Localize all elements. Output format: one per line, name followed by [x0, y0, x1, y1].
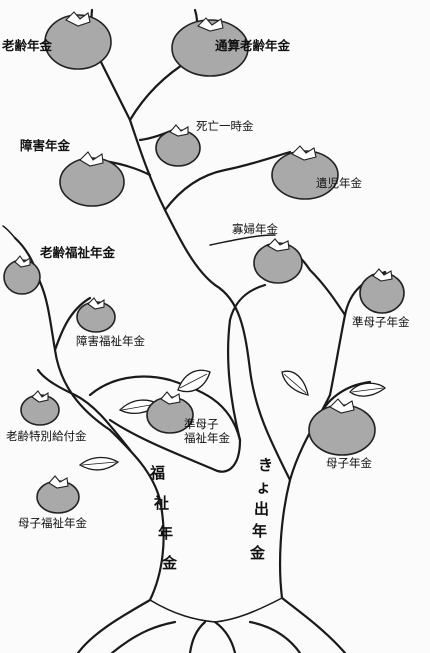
fruit-tsusan-roureki: 通算老齢年金	[171, 17, 291, 77]
fruit-label: 母子福祉年金	[18, 516, 87, 530]
trunk-label-char: 祉	[153, 494, 169, 512]
fruit-boshi-fukushi: 母子福祉年金	[18, 475, 87, 530]
fruit-label: 遺児年金	[316, 176, 362, 190]
fruit-label: 母子年金	[326, 456, 372, 470]
fruit-label: 通算老齢年金	[215, 38, 291, 53]
leaf	[177, 369, 211, 393]
trunk-label-char: 福	[149, 464, 165, 482]
fruit-label: 寡婦年金	[232, 222, 278, 236]
leaf	[349, 382, 387, 397]
fruit-shougai-fukushi: 障害福祉年金	[76, 297, 145, 348]
fruit-label-line: 準母子	[184, 417, 219, 431]
trunk-label-char: 年	[158, 524, 173, 542]
fruit-jun-boshi-fukushi: 準母子 福祉年金	[146, 391, 230, 445]
leaf	[281, 370, 309, 396]
trunk-label-char: 金	[249, 544, 266, 562]
leaf	[78, 456, 120, 471]
fruit-shougai: 障害年金	[20, 138, 125, 207]
trunk-label-char: 金	[161, 554, 178, 572]
trunk-label-char: き	[258, 456, 273, 474]
fruit-label: 準母子年金	[352, 315, 410, 329]
fruit-label: 死亡一時金	[196, 119, 254, 133]
fruit-roureki-top-left: 老齢年金	[1, 11, 112, 70]
fruit-label: 準母子 福祉年金	[184, 417, 230, 445]
tree-trunk	[76, 393, 347, 653]
fruit-jun-boshi: 準母子年金	[352, 268, 410, 329]
fruit-label: 障害年金	[20, 138, 71, 153]
trunk-label-fukushi: 福祉年金	[149, 464, 178, 572]
fruit-label: 障害福祉年金	[76, 334, 145, 348]
trunk-label-char: 出	[254, 500, 269, 518]
fruit-label: 老齢福祉年金	[39, 245, 116, 260]
trunk-label-char: ょ	[256, 478, 271, 496]
fruit-label-line: 福祉年金	[184, 431, 230, 445]
trunk-label-char: 年	[252, 522, 267, 540]
fruit-shibou-ichiji: 死亡一時金	[155, 119, 254, 167]
fruit-label: 老齢年金	[1, 38, 53, 53]
fruit-roureki-fukushi: 老齢福祉年金	[3, 245, 116, 295]
fruit-kafu: 寡婦年金	[232, 222, 303, 284]
fruit-roureki-tokubetsu: 老齢特別給付金	[6, 390, 87, 443]
fruit-boshi: 母子年金	[308, 398, 376, 470]
fruit-label: 老齢特別給付金	[6, 429, 87, 443]
fruit-iji: 遺児年金	[271, 145, 362, 200]
